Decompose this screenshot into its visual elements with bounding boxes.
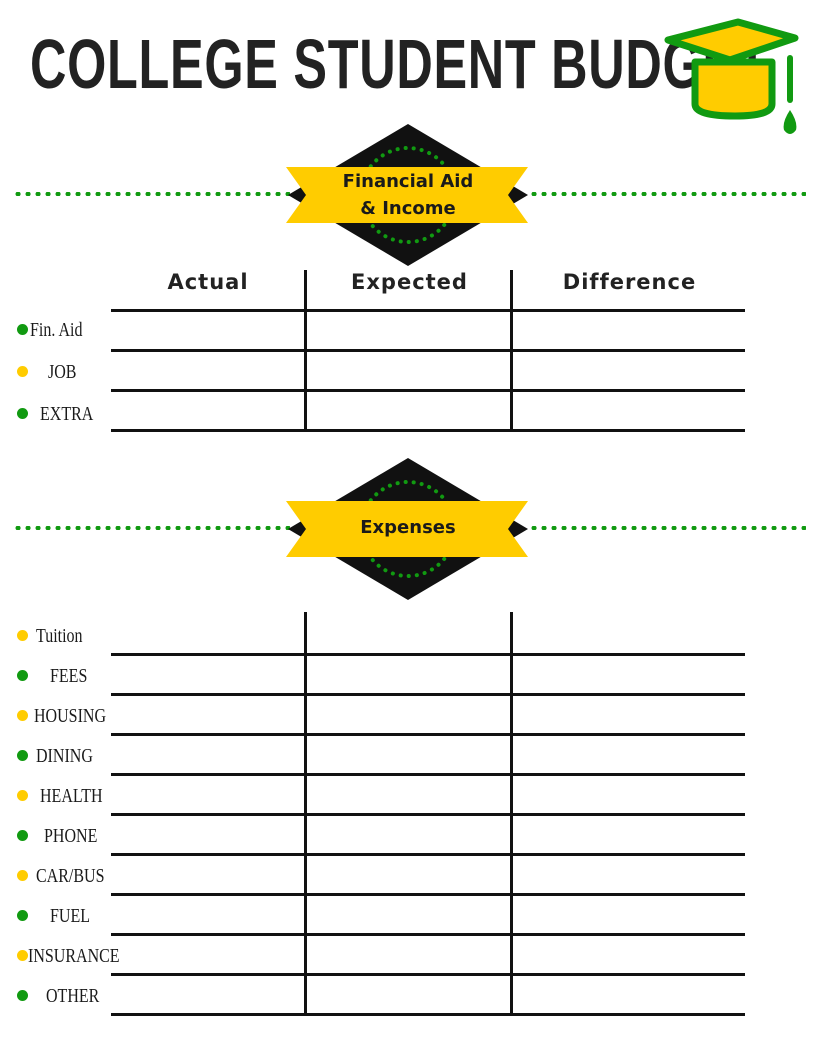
expenses-row-line xyxy=(111,853,745,856)
income-bullet-green xyxy=(17,324,28,335)
expenses-row-label: FEES xyxy=(50,665,88,687)
expenses-bullet-green xyxy=(17,750,28,761)
income-row-line xyxy=(111,429,745,432)
income-row-label: Fin. Aid xyxy=(30,319,83,341)
expenses-divider-right xyxy=(531,526,806,530)
expenses-row-line xyxy=(111,733,745,736)
expenses-badge-label: Expenses xyxy=(360,517,456,538)
income-badge-line2: & Income xyxy=(360,198,456,219)
expenses-row-line xyxy=(111,893,745,896)
expenses-bullet-green xyxy=(17,910,28,921)
income-divider-right xyxy=(531,192,806,196)
expenses-row-label: CAR/BUS xyxy=(36,865,105,887)
expenses-badge: Expenses xyxy=(282,456,534,602)
expenses-row-label: INSURANCE xyxy=(28,945,120,967)
expenses-row-label: OTHER xyxy=(46,985,100,1007)
expenses-row-line xyxy=(111,1013,745,1016)
expenses-bullet-green xyxy=(17,670,28,681)
expenses-bullet-green xyxy=(17,990,28,1001)
income-bullet-green xyxy=(17,408,28,419)
column-header-expected: Expected xyxy=(351,270,468,294)
income-divider-left xyxy=(15,192,290,196)
expenses-row-line xyxy=(111,933,745,936)
income-row-line xyxy=(111,309,745,312)
expenses-row-label: PHONE xyxy=(44,825,98,847)
expenses-bullet-yellow xyxy=(17,870,28,881)
column-header-difference: Difference xyxy=(562,270,697,294)
expenses-bullet-yellow xyxy=(17,790,28,801)
expenses-row-label: HEALTH xyxy=(40,785,103,807)
expenses-row-label: FUEL xyxy=(50,905,90,927)
column-header-actual: Actual xyxy=(167,270,249,294)
income-badge-line1: Financial Aid xyxy=(342,171,474,192)
income-row-label: EXTRA xyxy=(40,403,94,425)
expenses-bullet-yellow xyxy=(17,710,28,721)
expenses-row-label: HOUSING xyxy=(34,705,106,727)
expenses-divider-left xyxy=(15,526,290,530)
expenses-row-line xyxy=(111,653,745,656)
expenses-row-line xyxy=(111,973,745,976)
expenses-row-line xyxy=(111,773,745,776)
income-row-line xyxy=(111,389,745,392)
income-badge: Financial Aid & Income xyxy=(282,122,534,268)
income-row-line xyxy=(111,349,745,352)
income-bullet-yellow xyxy=(17,366,28,377)
page-title: COLLEGE STUDENT BUDGET xyxy=(30,25,769,103)
expenses-row-label: Tuition xyxy=(36,625,83,647)
expenses-bullet-yellow xyxy=(17,950,28,961)
expenses-bullet-green xyxy=(17,830,28,841)
expenses-row-line xyxy=(111,813,745,816)
expenses-row-line xyxy=(111,693,745,696)
income-row-label: JOB xyxy=(48,361,77,383)
graduation-cap-icon xyxy=(664,18,799,134)
expenses-row-label: DINING xyxy=(36,745,93,767)
expenses-bullet-yellow xyxy=(17,630,28,641)
